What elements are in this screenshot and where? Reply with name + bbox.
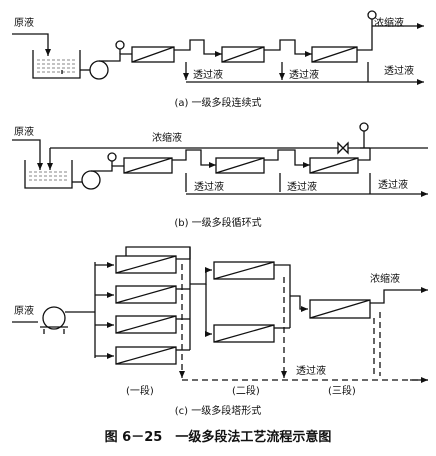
concentrate-label: 浓缩液 — [152, 133, 182, 144]
caption-c: (c) 一级多段塔形式 — [174, 406, 262, 417]
pump — [42, 306, 66, 330]
membrane-module — [115, 346, 177, 365]
permeate-label: 透过液 — [384, 66, 414, 77]
pressure-gauge — [115, 40, 125, 50]
membrane-module — [115, 255, 177, 274]
valve — [337, 141, 349, 155]
feed-label: 原液 — [14, 306, 34, 317]
membrane-module — [115, 315, 177, 334]
caption-a: (a) 一级多段连续式 — [174, 98, 262, 109]
pump — [81, 170, 101, 190]
permeate-label: 透过液 — [289, 70, 319, 81]
concentrate-label: 浓缩液 — [370, 274, 400, 285]
stage-1-label: (一段) — [126, 386, 154, 397]
caption-b: (b) 一级多段循环式 — [174, 218, 262, 229]
figure-title: 图 6－25 一级多段法工艺流程示意图 — [104, 430, 332, 445]
panel-b-diagram — [12, 122, 428, 197]
feed-tank — [24, 160, 73, 189]
feed-label: 原液 — [14, 127, 34, 138]
membrane-module — [115, 285, 177, 304]
stage-3-label: (三段) — [328, 386, 356, 397]
membrane-module — [309, 299, 371, 319]
concentrate-label: 浓缩液 — [374, 18, 404, 29]
membrane-module — [221, 46, 265, 63]
pressure-gauge — [107, 152, 117, 162]
feed-label: 原液 — [14, 18, 34, 29]
membrane-module — [123, 157, 173, 174]
membrane-module — [213, 261, 275, 280]
permeate-label: 透过液 — [194, 182, 224, 193]
permeate-label: 透过液 — [193, 70, 223, 81]
membrane-module — [215, 157, 265, 174]
membrane-module — [311, 46, 358, 63]
panel-c-diagram — [12, 246, 428, 383]
membrane-module — [213, 324, 275, 343]
stage-2-label: (二段) — [232, 386, 260, 397]
membrane-module — [131, 46, 175, 63]
permeate-label: 透过液 — [287, 182, 317, 193]
permeate-label: 透过液 — [378, 180, 408, 191]
pressure-gauge — [359, 122, 369, 132]
permeate-label: 透过液 — [296, 366, 326, 377]
panel-a-diagram — [12, 10, 424, 85]
feed-tank — [32, 50, 81, 79]
membrane-module — [309, 157, 359, 174]
pump — [89, 60, 109, 80]
